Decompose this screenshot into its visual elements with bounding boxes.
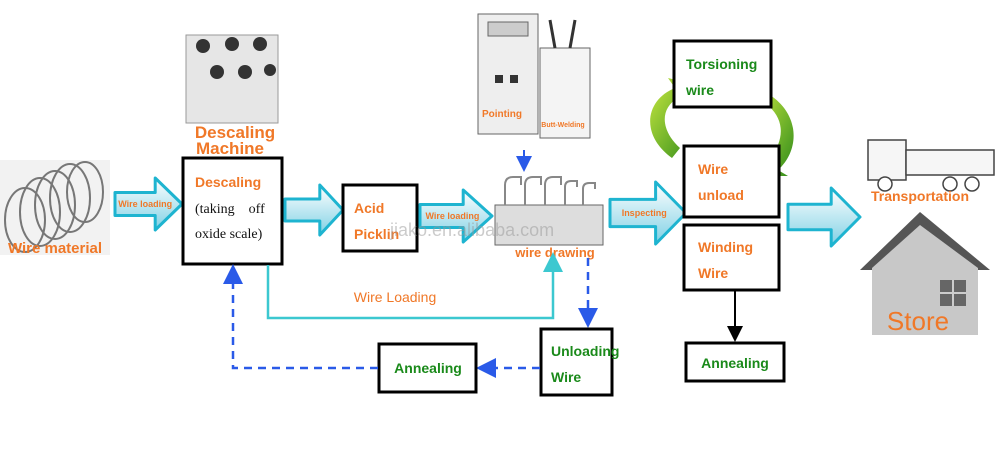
- annealing-left-label: Annealing: [394, 360, 462, 376]
- descaling-line2: oxide scale): [195, 227, 263, 242]
- wire-unload-line1: Wire: [698, 161, 728, 177]
- annealing-left-box: [377, 342, 478, 394]
- wire-loading-arrow-2-label: Wire loading: [425, 211, 479, 221]
- winding-box: [682, 223, 781, 292]
- store-label: Store: [887, 306, 949, 336]
- unloading-box: [539, 327, 614, 397]
- acid-pickling-box: [341, 183, 419, 253]
- descaling-title: Descaling: [195, 174, 261, 190]
- unloading-line2: Wire: [551, 369, 581, 385]
- torsioning-box: [672, 39, 773, 109]
- butt-welding-label: Butt-Welding: [541, 122, 584, 129]
- annealing-right-label: Annealing: [701, 355, 769, 371]
- descaling-machine-label: Descaling: [195, 123, 275, 142]
- wire-unload-box: [682, 144, 781, 219]
- annealing-right-box: [684, 341, 786, 383]
- house-icon: [860, 212, 990, 335]
- transportation-label: Transportation: [871, 188, 969, 204]
- descaling-to-acid-arrow: [283, 183, 345, 237]
- wire-coil-icon: [0, 160, 110, 255]
- winding-line2: Wire: [698, 265, 728, 281]
- machine-icon: [477, 13, 591, 139]
- wire-drawing-label: wire drawing: [514, 245, 595, 260]
- torsioning-line2: wire: [685, 82, 714, 98]
- annealing-to-descaling-arrow: [223, 264, 378, 370]
- wire-loading-arrow-label: Wire loading: [118, 199, 172, 209]
- pointing-label: Pointing: [482, 109, 522, 120]
- wire-material-label: Wire material: [8, 240, 102, 257]
- machine-icon: [185, 34, 279, 124]
- truck-icon: [867, 139, 995, 192]
- wire-loading-arrow: [113, 176, 184, 232]
- unloading-line1: Unloading: [551, 343, 619, 359]
- wire-loading-arrow-2: [418, 188, 494, 244]
- descaling-machine-label-2: Machine: [196, 139, 264, 158]
- wire-unload-line2: unload: [698, 187, 744, 203]
- drawing-machine-icon: [494, 176, 604, 246]
- inspecting-arrow: [608, 180, 688, 246]
- winding-line1: Winding: [698, 239, 753, 255]
- torsioning-line1: Torsioning: [686, 56, 757, 72]
- acid-line2: Picklin: [354, 226, 399, 242]
- wire-loading-line: [266, 252, 563, 320]
- acid-line1: Acid: [354, 200, 384, 216]
- inspecting-arrow-label: Inspecting: [622, 208, 667, 218]
- descaling-line1: (taking off: [195, 202, 265, 217]
- watermark: jiako.en.alibaba.com: [389, 220, 554, 240]
- wire-loading-line-label: Wire Loading: [354, 289, 437, 305]
- to-transportation-arrow: [786, 186, 862, 248]
